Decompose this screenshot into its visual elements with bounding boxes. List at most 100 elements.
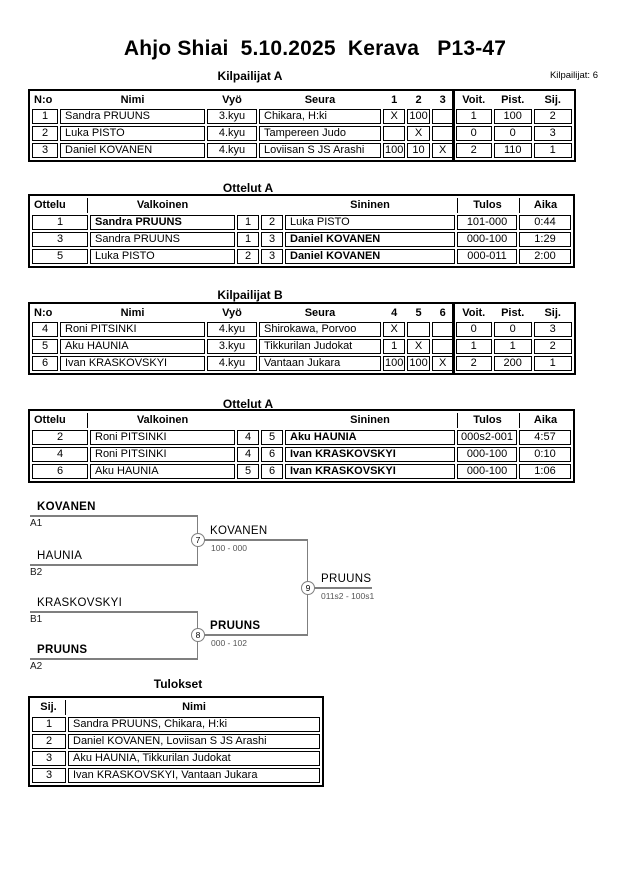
match-number-badge: 8 (191, 628, 205, 642)
page-title: Ahjo Shiai 5.10.2025 Kerava P13-47 (123, 37, 507, 60)
blue-number-cell: 3 (261, 249, 283, 264)
bracket-seed-label: B1 (30, 614, 43, 625)
column-header-m3: 3 (439, 93, 446, 106)
belt-cell: 4.kyu (207, 143, 257, 158)
column-header-place: Sij. (544, 306, 561, 319)
header-row: N:o Nimi Vyö Seura 1 2 3 Voit. Pist. Sij… (32, 93, 572, 107)
matches-b-table: Ottelu Valkoinen Sininen Tulos Aika 2 Ro… (28, 409, 575, 483)
competitor-number-cell: 3 (32, 143, 58, 158)
competitor-name-cell: Aku HAUNIA (60, 339, 205, 354)
column-header-result: Tulos (457, 413, 517, 428)
competitor-count: Kilpailijat: 6 (549, 70, 598, 81)
points-cell: 0 (493, 322, 532, 337)
column-header-m1: 4 (391, 306, 398, 319)
result-cell: 000-100 (457, 232, 517, 247)
white-number-cell: 1 (237, 232, 259, 247)
match-number-cell: 2 (32, 430, 88, 445)
bracket-seed-label: B2 (30, 567, 43, 578)
column-header-blue: Sininen (350, 199, 390, 211)
competitor-name-cell: Luka PISTO (60, 126, 205, 141)
column-header-wins: Voit. (462, 306, 486, 319)
column-header-white: Valkoinen (136, 199, 189, 211)
column-header-m3: 6 (439, 306, 446, 319)
match-score-cell: 100 (383, 143, 406, 158)
white-name-cell: Sandra PRUUNS (90, 232, 235, 247)
points-cell: 110 (493, 143, 532, 158)
competitor-name-cell: Sandra PRUUNS (60, 109, 205, 124)
belt-cell: 4.kyu (207, 356, 257, 371)
match-number-cell: 6 (32, 464, 88, 479)
table-row: 3 Sandra PRUUNS 1 3 Daniel KOVANEN 000-1… (32, 232, 571, 247)
bracket-line (30, 564, 198, 566)
competitor-number-cell: 1 (32, 109, 58, 124)
white-name-cell: Sandra PRUUNS (90, 215, 235, 230)
wins-cell: 2 (455, 143, 492, 158)
column-header-wins: Voit. (462, 93, 486, 106)
match-score-cell: X (383, 322, 406, 337)
points-cell: 0 (493, 126, 532, 141)
results-group-divider (452, 302, 455, 375)
competitor-name-cell: Daniel KOVANEN (60, 143, 205, 158)
match-number-cell: 3 (32, 232, 88, 247)
table-row: 2 Roni PITSINKI 4 5 Aku HAUNIA 000s2-001… (32, 430, 571, 445)
column-header-white: Valkoinen (136, 414, 189, 426)
column-header-no: N:o (34, 306, 53, 319)
competitor-number-cell: 4 (32, 322, 58, 337)
table-row: 1 Sandra PRUUNS 1 2 Luka PISTO 101-000 0… (32, 215, 571, 230)
match-score-cell: 1 (383, 339, 406, 354)
table-row: 1 Sandra PRUUNS, Chikara, H:ki (32, 717, 320, 732)
time-cell: 1:29 (519, 232, 571, 247)
bracket-slot-name: KRASKOVSKYI (37, 597, 123, 609)
results-table: Sij. Nimi 1 Sandra PRUUNS, Chikara, H:ki… (28, 696, 324, 787)
result-cell: 101-000 (457, 215, 517, 230)
column-header-name: Nimi (120, 306, 145, 319)
table-row: 6 Aku HAUNIA 5 6 Ivan KRASKOVSKYI 000-10… (32, 464, 571, 479)
blue-number-cell: 6 (261, 464, 283, 479)
match-number: 7 (195, 535, 201, 545)
results-heading: Tulokset (153, 677, 203, 691)
matches-a-heading: Ottelut A (222, 181, 274, 195)
bracket-line (308, 587, 372, 589)
column-header-spacer (237, 198, 259, 213)
match-score-cell: X (407, 126, 430, 141)
club-cell: Tikkurilan Judokat (259, 339, 381, 354)
header-row: Ottelu Valkoinen Sininen Tulos Aika (32, 198, 571, 213)
match-number-cell: 5 (32, 249, 88, 264)
belt-cell: 4.kyu (207, 126, 257, 141)
table-row: 2 Daniel KOVANEN, Loviisan S JS Arashi (32, 734, 320, 749)
blue-number-cell: 6 (261, 447, 283, 462)
match-score-cell: X (431, 143, 454, 158)
column-header-points: Pist. (501, 93, 525, 106)
result-name-cell: Ivan KRASKOVSKYI, Vantaan Jukara (68, 768, 320, 783)
column-header-name: Nimi (182, 701, 206, 713)
belt-cell: 4.kyu (207, 322, 257, 337)
bracket-winner-name: PRUUNS (210, 620, 261, 632)
result-cell: 000-100 (457, 447, 517, 462)
table-row: 5 Aku HAUNIA 3.kyu Tikkurilan Judokat 1 … (32, 339, 572, 354)
column-header-belt: Vyö (222, 306, 242, 319)
blue-number-cell: 2 (261, 215, 283, 230)
belt-cell: 3.kyu (207, 339, 257, 354)
blue-number-cell: 5 (261, 430, 283, 445)
blue-name-cell: Daniel KOVANEN (285, 249, 455, 264)
blue-name-cell: Ivan KRASKOVSKYI (285, 447, 455, 462)
points-cell: 200 (493, 356, 532, 371)
place-cell: 3 (32, 751, 66, 766)
table-row: 3 Aku HAUNIA, Tikkurilan Judokat (32, 751, 320, 766)
match-score-cell: X (431, 356, 454, 371)
column-header-points: Pist. (501, 306, 525, 319)
white-number-cell: 5 (237, 464, 259, 479)
match-number-cell: 4 (32, 447, 88, 462)
column-header-match: Ottelu (32, 413, 88, 428)
match-score-cell (407, 322, 430, 337)
pool-a-heading: Kilpailijat A (217, 69, 283, 83)
time-cell: 2:00 (519, 249, 571, 264)
table-row: 2 Luka PISTO 4.kyu Tampereen Judo X 0 0 … (32, 126, 572, 141)
bracket-line (198, 634, 308, 636)
time-cell: 4:57 (519, 430, 571, 445)
match-score-cell: 100 (383, 356, 406, 371)
competitor-number-cell: 6 (32, 356, 58, 371)
column-header-blue: Sininen (350, 414, 390, 426)
bracket-slot-name: HAUNIA (37, 550, 83, 562)
table-row: 6 Ivan KRASKOVSKYI 4.kyu Vantaan Jukara … (32, 356, 572, 371)
